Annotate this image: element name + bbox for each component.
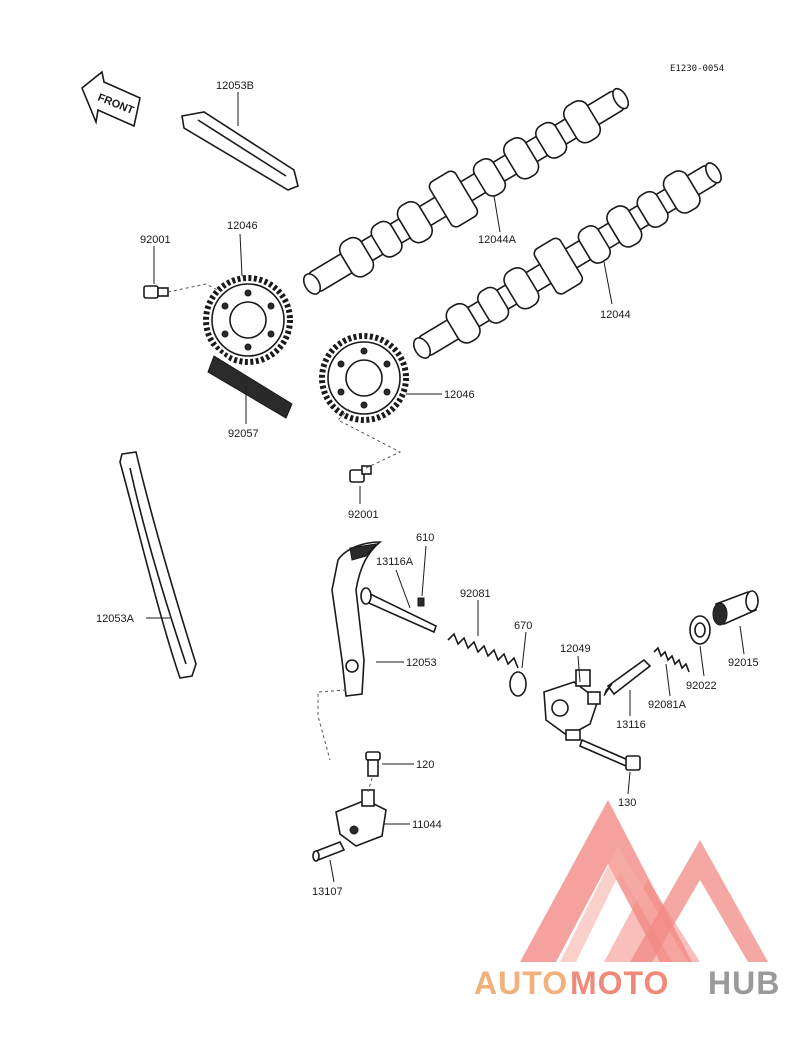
sprocket-top [203, 275, 293, 365]
bolt-120 [365, 751, 381, 777]
watermark-moto: MOTO [570, 965, 669, 1001]
spring-92081A [653, 646, 690, 673]
label-12053: 12053 [406, 657, 437, 669]
label-12053A: 12053A [96, 613, 135, 625]
watermark-hub: HUB [708, 965, 780, 1001]
label-670: 670 [514, 620, 532, 632]
pin-610 [417, 597, 425, 607]
label-92001-mid: 92001 [348, 509, 379, 521]
label-12046-mid: 12046 [444, 389, 475, 401]
label-13107: 13107 [312, 886, 343, 898]
chain-guide-top [181, 111, 299, 191]
tensioner-pushrod [360, 587, 437, 634]
label-12044A: 12044A [478, 234, 517, 246]
camshaft-upper [302, 87, 630, 295]
label-11044: 11044 [412, 819, 442, 831]
label-120: 120 [416, 759, 434, 771]
label-12044: 12044 [600, 309, 631, 321]
camshaft-lower [412, 162, 722, 359]
spring-92081 [447, 632, 519, 669]
bolt-130 [579, 738, 641, 771]
label-92057: 92057 [228, 428, 259, 440]
diagram-code: E1230-0054 [670, 64, 724, 74]
washer-92022 [689, 615, 711, 645]
label-13116A: 13116A [376, 556, 414, 568]
label-92015: 92015 [728, 657, 759, 669]
front-arrow-icon: FRONT [81, 70, 141, 128]
watermark-logo: AUTO MOTO HUB [474, 800, 780, 1001]
tensioner-body [543, 669, 601, 741]
label-12053B: 12053B [216, 80, 254, 92]
label-130: 130 [618, 797, 636, 809]
bracket-11044 [335, 789, 387, 847]
label-92081: 92081 [460, 588, 491, 600]
tensioner-arm [331, 541, 383, 697]
tensioner-rod [603, 658, 652, 697]
chain-guide-left [119, 451, 197, 679]
label-12046-top: 12046 [227, 220, 258, 232]
pin-13107 [312, 840, 346, 862]
bolt-mid [349, 465, 372, 483]
cam-chain [123, 325, 307, 702]
label-610: 610 [416, 532, 434, 544]
cap-92015 [712, 590, 759, 626]
label-12049: 12049 [560, 643, 591, 655]
watermark-auto: AUTO [474, 965, 568, 1001]
label-92081A: 92081A [648, 699, 687, 711]
sprocket-mid [319, 333, 409, 423]
o-ring-670 [509, 671, 527, 697]
label-13116: 13116 [616, 719, 646, 731]
label-92022: 92022 [686, 680, 717, 692]
label-92001-top: 92001 [140, 234, 171, 246]
bolt-top [143, 285, 169, 299]
